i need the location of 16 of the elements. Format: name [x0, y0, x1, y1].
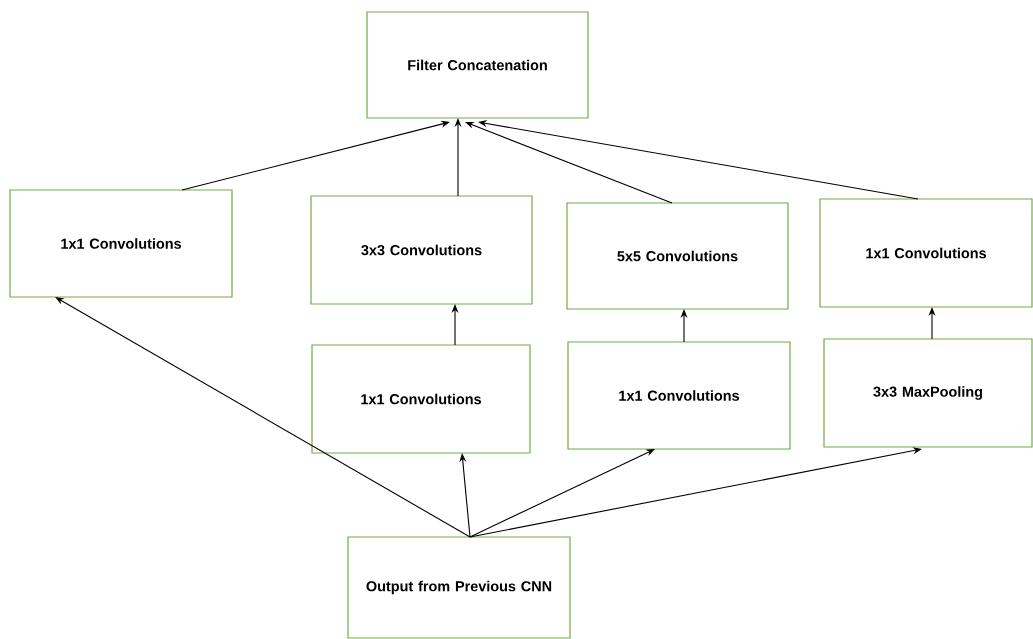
arrow: [459, 453, 471, 538]
arrow: [478, 120, 919, 200]
process-box: 5x5 Convolutions: [566, 202, 789, 310]
arrow: [181, 120, 450, 191]
process-box: Filter Concatenation: [366, 11, 589, 119]
process-box: 1x1 Convolutions: [567, 341, 791, 450]
arrow: [469, 447, 922, 538]
process-box: 3x3 Convolutions: [310, 195, 533, 305]
process-box: 1x1 Convolutions: [819, 198, 1033, 308]
arrow: [469, 449, 655, 538]
arrow: [465, 122, 673, 204]
arrow: [55, 297, 471, 538]
process-box: Output from Previous CNN: [347, 536, 571, 639]
process-box: 1x1 Convolutions: [311, 344, 531, 454]
process-box: 3x3 MaxPooling: [823, 338, 1033, 448]
process-box: 1x1 Convolutions: [9, 189, 233, 298]
